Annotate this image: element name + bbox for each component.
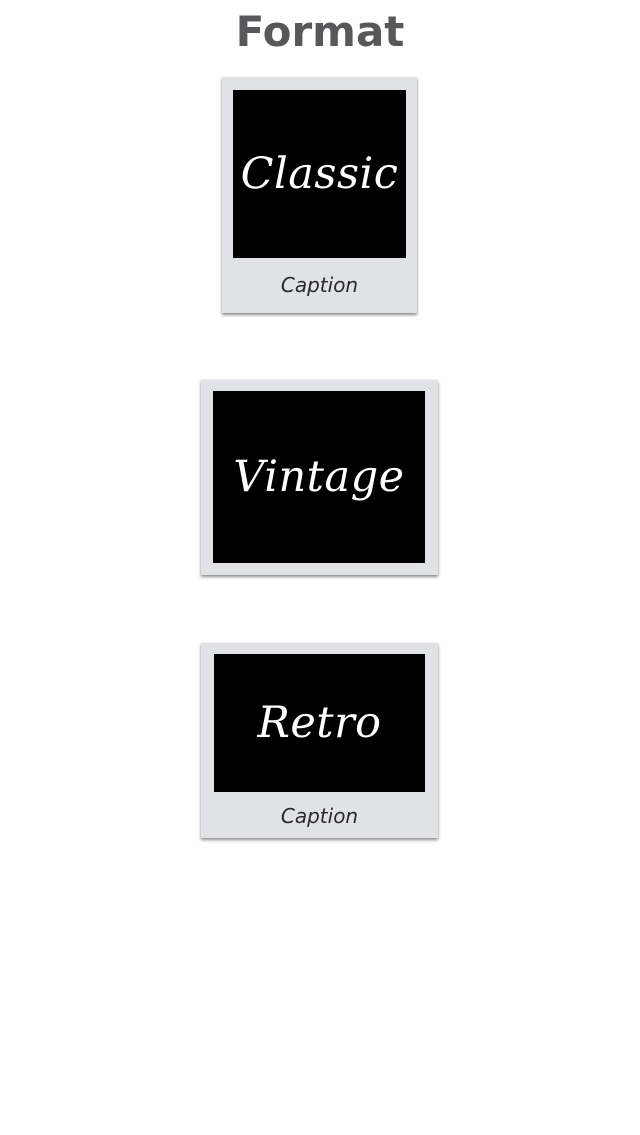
format-label: Retro <box>257 698 382 748</box>
caption-text: Caption <box>280 804 359 828</box>
photo-area: Classic <box>233 90 406 258</box>
page-title: Format <box>235 7 405 56</box>
caption-text: Caption <box>280 273 359 297</box>
format-label: Vintage <box>233 452 405 502</box>
format-option-classic[interactable]: Classic Caption <box>222 77 417 313</box>
format-option-vintage[interactable]: Vintage <box>201 380 438 575</box>
photo-area: Retro <box>214 654 425 792</box>
photo-area: Vintage <box>213 391 425 563</box>
format-label: Classic <box>240 149 399 199</box>
format-option-retro[interactable]: Retro Caption <box>201 643 438 838</box>
